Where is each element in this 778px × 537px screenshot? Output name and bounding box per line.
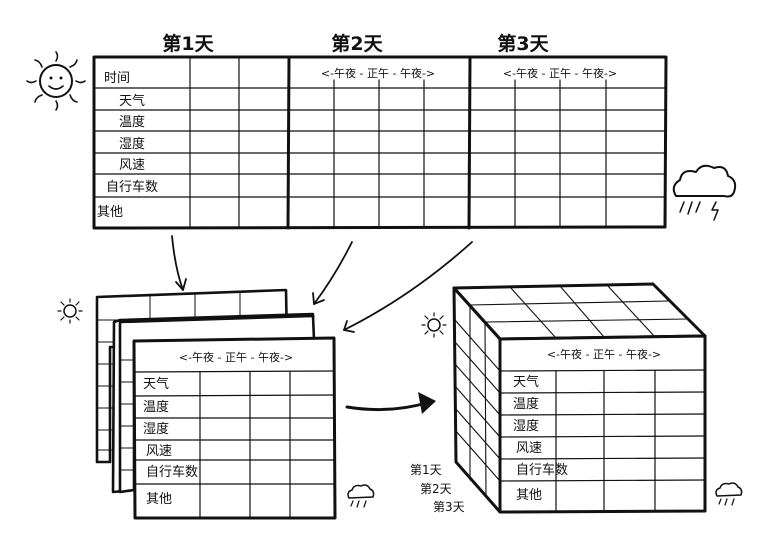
row-label-humidity: 湿度 <box>119 136 145 152</box>
cube-label-wind-speed: 风速 <box>516 441 542 456</box>
top-table-border <box>92 55 668 230</box>
day-1-header: 第1天 <box>162 32 214 55</box>
stack-label-humidity: 湿度 <box>143 421 169 437</box>
time-axis-day-2: <-午夜 - 正午 - 午夜-> <box>321 66 435 80</box>
arrow-day-2 <box>313 241 353 305</box>
cube-label-bike-count: 自行车数 <box>516 462 568 478</box>
arrow-day-1 <box>171 235 184 291</box>
stacked-tables: <-午夜 - 正午 - 午夜-> 天气 温度 湿度 风速 自行车数 其他 <box>57 288 375 520</box>
top-table-cols <box>189 57 607 228</box>
small-sun-icon <box>57 298 83 324</box>
small-storm-cloud-icon <box>347 484 375 508</box>
storm-cloud-icon <box>672 164 737 221</box>
day-divider-1 <box>286 55 291 230</box>
time-axis-stack: <-午夜 - 正午 - 午夜-> <box>179 350 293 364</box>
row-label-weather: 天气 <box>119 93 145 109</box>
cube-label-humidity: 湿度 <box>513 418 539 434</box>
cube-storm-cloud-icon <box>715 482 743 506</box>
stack-label-bike-count: 自行车数 <box>146 464 198 480</box>
transform-arrow <box>345 392 436 414</box>
day-2-header: 第2天 <box>331 32 383 55</box>
cube-day-1-label: 第1天 <box>410 463 442 477</box>
row-label-temperature: 温度 <box>119 114 145 130</box>
cube-front-face <box>498 334 707 514</box>
time-axis-cube: <-午夜 - 正午 - 午夜-> <box>547 347 661 361</box>
arrow-day-3 <box>343 241 473 331</box>
stack-label-temperature: 温度 <box>143 399 169 415</box>
stack-label-weather: 天气 <box>143 376 169 392</box>
stack-label-wind-speed: 风速 <box>146 444 172 459</box>
data-cube: <-午夜 - 正午 - 午夜-> 天气 温度 湿度 风速 自行车数 其他 第1天… <box>410 282 743 514</box>
stack-label-other: 其他 <box>146 492 172 507</box>
row-label-bike-count: 自行车数 <box>106 179 158 195</box>
cube-label-temperature: 温度 <box>513 396 539 412</box>
cube-sun-icon <box>421 312 447 338</box>
top-table-rows <box>94 87 666 198</box>
flow-arrows <box>171 235 473 333</box>
time-axis-day-3: <-午夜 - 正午 - 午夜-> <box>503 66 617 80</box>
row-label-time: 时间 <box>104 71 130 86</box>
row-label-other: 其他 <box>97 205 123 220</box>
day-divider-2 <box>467 55 472 230</box>
cube-label-other: 其他 <box>516 488 542 503</box>
cube-day-2-label: 第2天 <box>420 482 452 496</box>
cube-day-3-label: 第3天 <box>433 500 465 514</box>
cube-label-weather: 天气 <box>513 374 539 390</box>
day-3-header: 第3天 <box>497 32 549 55</box>
row-label-wind-speed: 风速 <box>119 158 145 173</box>
sheet-front <box>132 336 337 520</box>
sun-icon <box>26 51 86 111</box>
top-table: 第1天 第2天 第3天 时间 天气 温 <box>92 32 668 230</box>
